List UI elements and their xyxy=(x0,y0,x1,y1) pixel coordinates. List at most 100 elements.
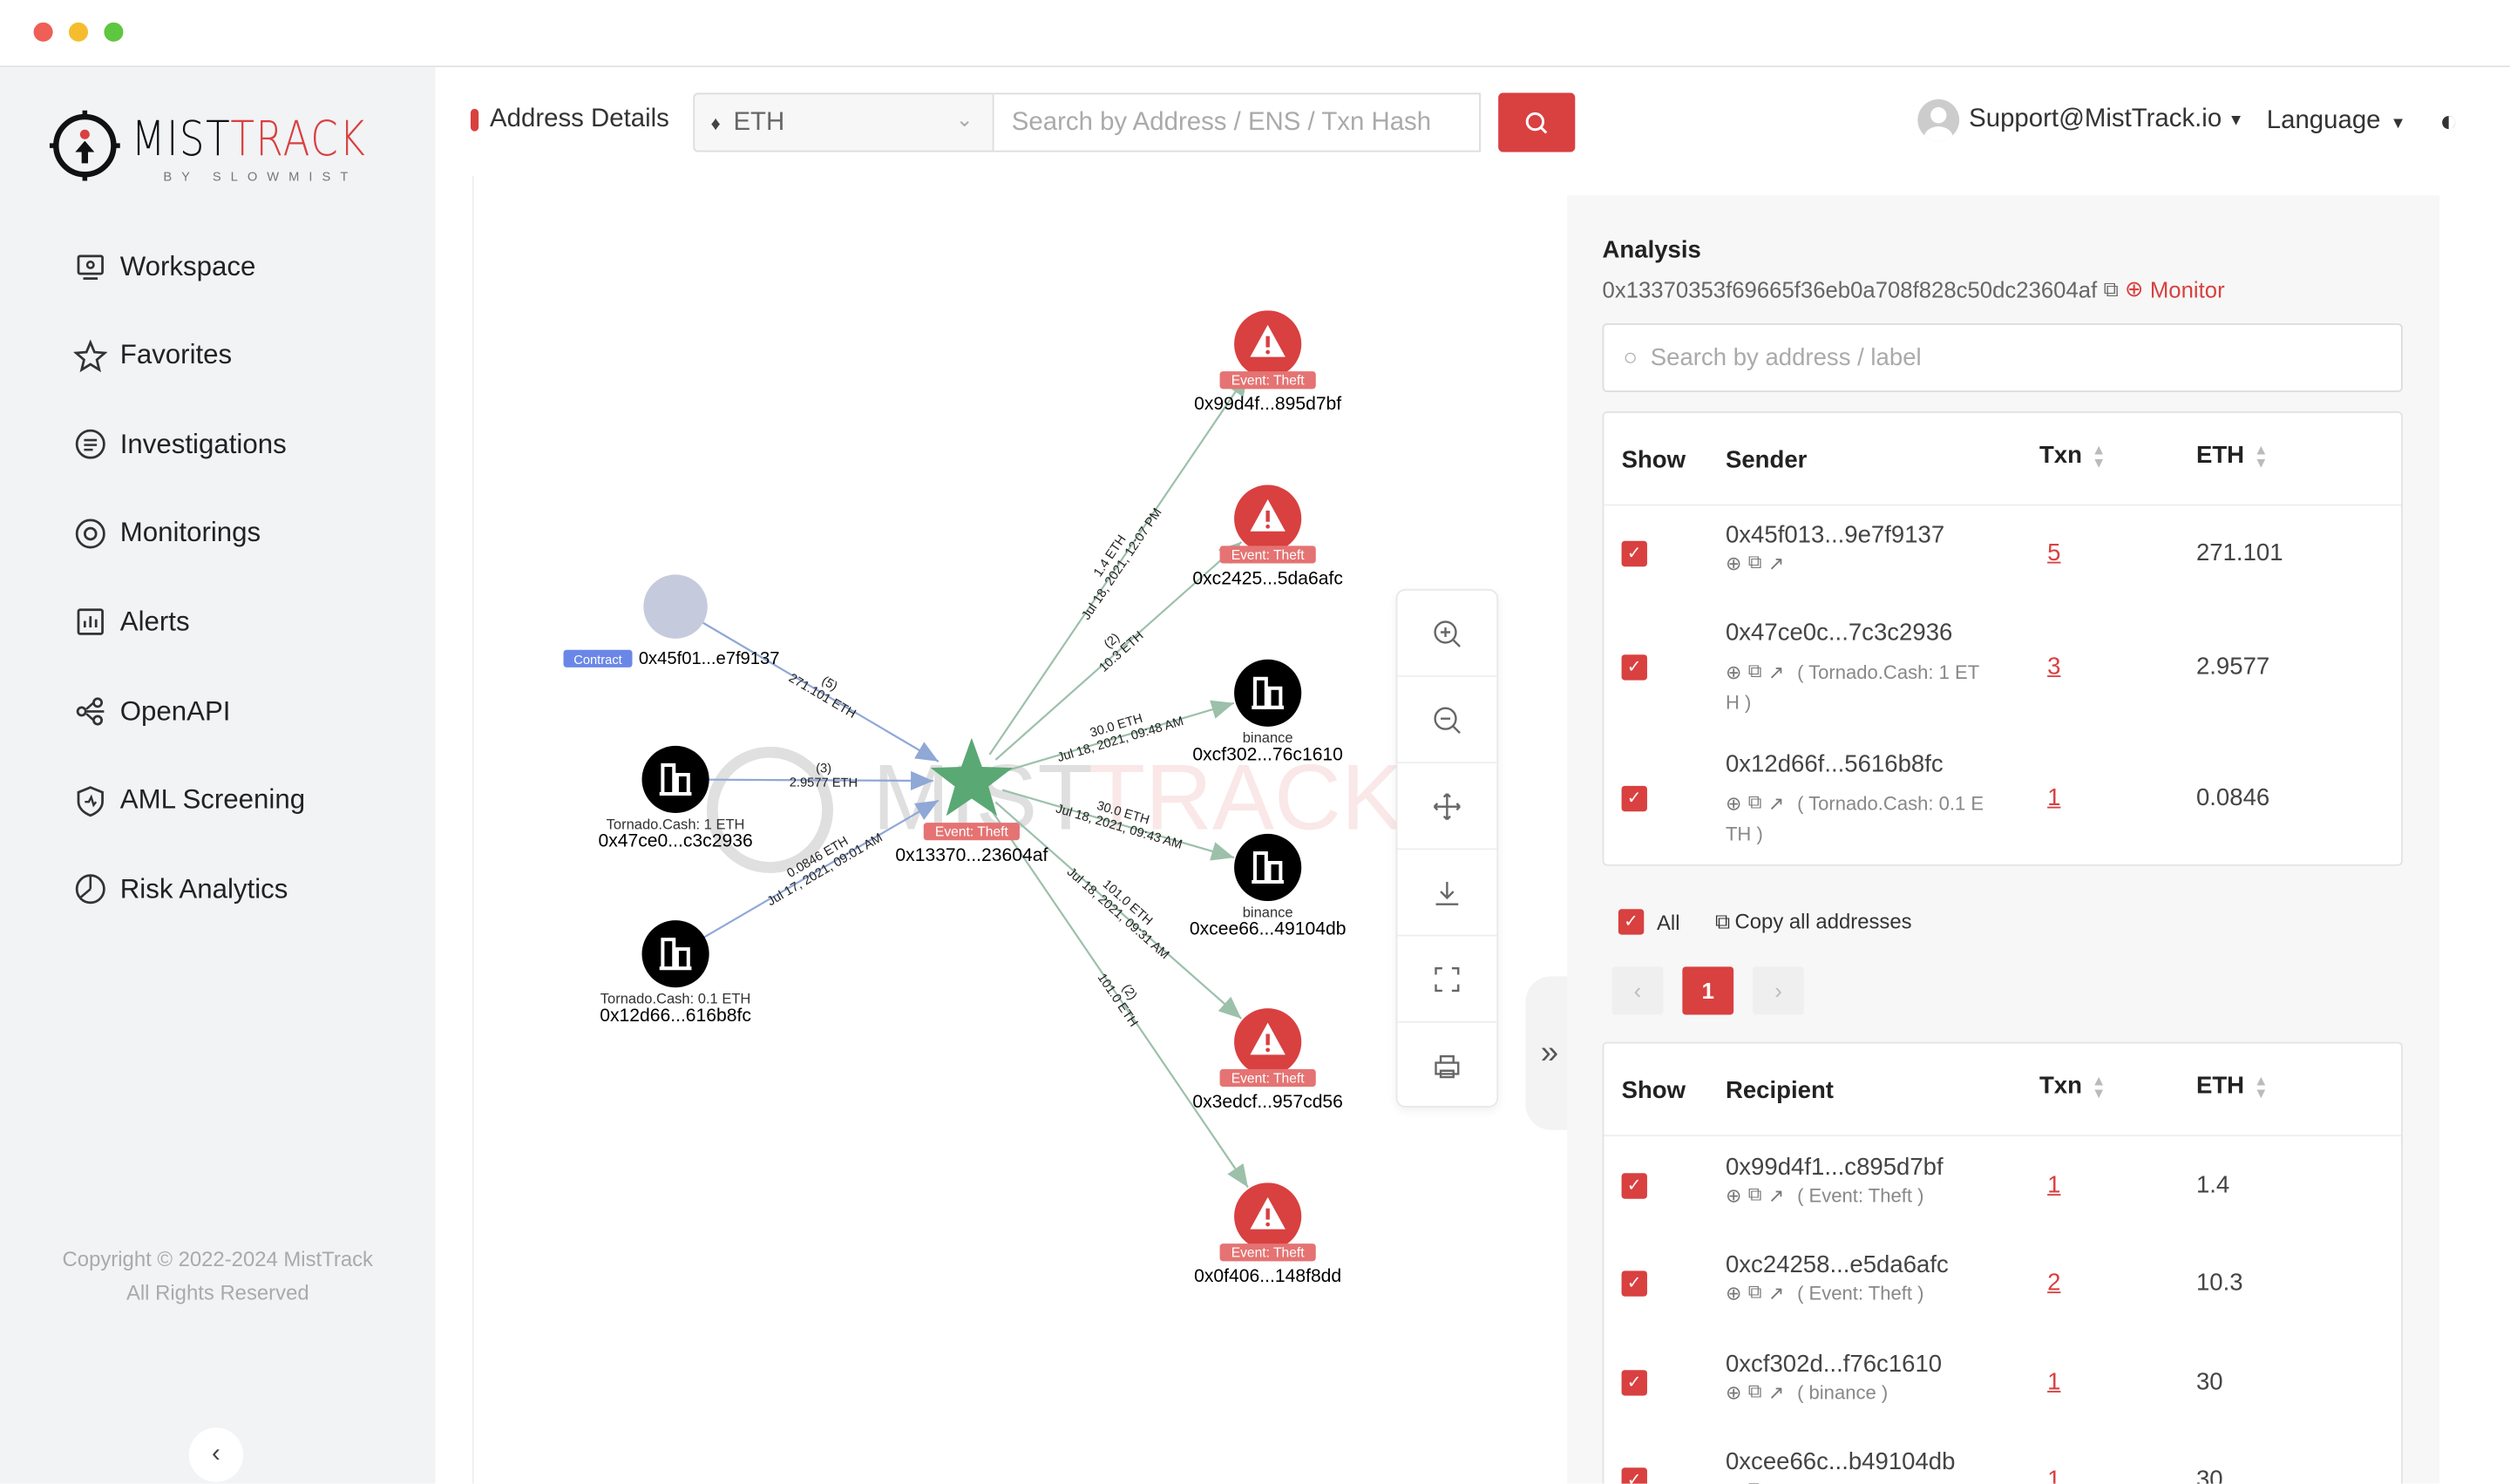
page-button[interactable]: 1 xyxy=(1682,966,1734,1015)
external-link-icon[interactable]: ↗ xyxy=(1767,1281,1785,1304)
address-link[interactable]: 0x99d4f1...c895d7bf xyxy=(1725,1154,1944,1182)
crosshair-icon[interactable]: ⊕ xyxy=(1725,791,1742,814)
sidebar-item-alerts[interactable]: Alerts xyxy=(73,606,190,640)
prev-page-button[interactable]: ‹ xyxy=(1611,966,1664,1015)
header-eth[interactable]: ETH▲▼ xyxy=(2196,1073,2269,1101)
copy-icon[interactable]: ⧉ xyxy=(1747,659,1762,682)
move-button[interactable] xyxy=(1397,763,1497,850)
crosshair-icon[interactable]: ⊕ xyxy=(1725,1380,1742,1403)
show-checkbox[interactable]: ✓ xyxy=(1621,1370,1647,1396)
address-label: ( Event: Theft ) xyxy=(1797,1183,1924,1206)
eth-amount: 10.3 xyxy=(2195,1269,2243,1297)
language-menu[interactable]: Language▼ xyxy=(2267,107,2406,136)
external-link-icon[interactable]: ↗ xyxy=(1767,791,1785,814)
sidebar-item-risk-analytics[interactable]: Risk Analytics xyxy=(73,872,288,906)
crosshair-icon[interactable]: ⊕ xyxy=(1725,660,1742,683)
copy-icon[interactable]: ⧉ xyxy=(1747,790,1762,814)
copy-icon[interactable]: ⧉ xyxy=(1748,1477,1762,1483)
close-window-button[interactable] xyxy=(33,22,53,42)
sidebar-item-openapi[interactable]: OpenAPI xyxy=(73,695,230,728)
address-link[interactable]: 0x45f013...9e7f9137 xyxy=(1725,521,1945,549)
monitor-button[interactable]: ⊕Monitor xyxy=(2125,275,2225,302)
show-checkbox[interactable]: ✓ xyxy=(1621,1173,1647,1199)
sidebar-item-investigations[interactable]: Investigations xyxy=(73,428,287,462)
print-button[interactable] xyxy=(1397,1023,1496,1109)
sidebar-item-aml-screening[interactable]: AML Screening xyxy=(73,783,305,817)
sidebar-item-label: OpenAPI xyxy=(119,695,231,726)
address-link[interactable]: 0xcf302d...f76c1610 xyxy=(1725,1351,1943,1379)
graph-edge[interactable]: (5)271.101 ETH xyxy=(702,621,940,762)
zoom-out-button[interactable] xyxy=(1397,677,1497,764)
address-actions: ⊕⧉↗ xyxy=(1726,551,1784,575)
maximize-window-button[interactable] xyxy=(104,22,124,42)
address-search-input[interactable]: Search by Address / ENS / Txn Hash xyxy=(994,92,1481,152)
txn-count-link[interactable]: 2 xyxy=(2047,1269,2061,1297)
header-txn[interactable]: Txn▲▼ xyxy=(2039,1073,2106,1101)
copy-icon[interactable]: ⧉ xyxy=(2103,275,2119,301)
address-link[interactable]: 0xc24258...e5da6afc xyxy=(1725,1251,1949,1279)
txn-count-link[interactable]: 1 xyxy=(2047,783,2061,812)
zoom-in-button[interactable] xyxy=(1397,591,1497,677)
copy-icon[interactable]: ⧉ xyxy=(1747,1182,1762,1206)
sidebar-item-workspace[interactable]: Workspace xyxy=(73,250,255,284)
address-link[interactable]: 0x47ce0c...7c3c2936 xyxy=(1725,619,1953,647)
external-link-icon[interactable]: ↗ xyxy=(1767,660,1785,683)
show-checkbox[interactable]: ✓ xyxy=(1621,1271,1647,1297)
building-icon xyxy=(1252,676,1285,709)
select-all-checkbox[interactable]: ✓ xyxy=(1618,909,1645,935)
fullscreen-button[interactable] xyxy=(1397,936,1497,1023)
user-menu[interactable]: Support@MistTrack.io▼ xyxy=(1917,98,2244,141)
crosshair-icon[interactable]: ⊕ xyxy=(1725,1281,1742,1304)
copy-all-button[interactable]: ⧉Copy all addresses xyxy=(1715,909,1912,934)
dark-mode-toggle[interactable]: ◐ xyxy=(2439,105,2458,140)
sidebar-item-monitorings[interactable]: Monitorings xyxy=(73,517,261,551)
copy-icon[interactable]: ⧉ xyxy=(1747,1379,1762,1402)
header-eth[interactable]: ETH▲▼ xyxy=(2196,442,2269,470)
chain-select[interactable]: ♦ ETH ⌄ xyxy=(693,92,994,152)
download-button[interactable] xyxy=(1397,850,1497,937)
external-link-icon[interactable]: ↗ xyxy=(1768,1478,1784,1483)
collapse-sidebar-button[interactable]: ‹ xyxy=(188,1427,244,1482)
copy-icon[interactable]: ⧉ xyxy=(1747,1280,1762,1304)
crosshair-icon[interactable]: ⊕ xyxy=(1725,551,1742,574)
crosshair-icon[interactable]: ⊕ xyxy=(1726,1478,1741,1483)
address-link[interactable]: 0xcee66c...b49104db xyxy=(1725,1448,1956,1476)
next-page-button[interactable]: › xyxy=(1753,966,1804,1015)
txn-count-link[interactable]: 3 xyxy=(2047,653,2061,681)
event-tag xyxy=(1219,371,1316,390)
sidebar-item-favorites[interactable]: Favorites xyxy=(73,338,232,373)
show-checkbox[interactable]: ✓ xyxy=(1621,1467,1647,1484)
external-link-icon[interactable]: ↗ xyxy=(1767,1183,1785,1206)
crosshair-icon[interactable]: ⊕ xyxy=(1725,1183,1742,1206)
search-button[interactable] xyxy=(1498,92,1576,152)
show-checkbox[interactable]: ✓ xyxy=(1621,785,1647,812)
logo[interactable]: MISTTRACK BY SLOWMIST xyxy=(48,105,384,186)
address-link[interactable]: 0x12d66f...5616b8fc xyxy=(1725,750,1944,778)
expand-panel-button[interactable]: » xyxy=(1525,976,1574,1130)
txn-count-link[interactable]: 1 xyxy=(2047,1368,2061,1396)
show-checkbox[interactable]: ✓ xyxy=(1621,654,1647,681)
panel-search-input[interactable]: ○Search by address / label xyxy=(1602,323,2403,392)
txn-count-link[interactable]: 1 xyxy=(2047,1466,2061,1484)
txn-count-link[interactable]: 1 xyxy=(2047,1171,2061,1199)
graph-edge[interactable]: (3)2.9577 ETH xyxy=(707,762,933,790)
header-txn[interactable]: Txn▲▼ xyxy=(2039,442,2106,470)
copy-icon[interactable]: ⧉ xyxy=(1747,550,1762,573)
external-link-icon[interactable]: ↗ xyxy=(1767,551,1785,574)
external-link-icon[interactable]: ↗ xyxy=(1767,1380,1785,1403)
txn-count-link[interactable]: 5 xyxy=(2047,539,2061,567)
minimize-window-button[interactable] xyxy=(68,22,89,42)
show-checkbox[interactable]: ✓ xyxy=(1621,540,1647,567)
